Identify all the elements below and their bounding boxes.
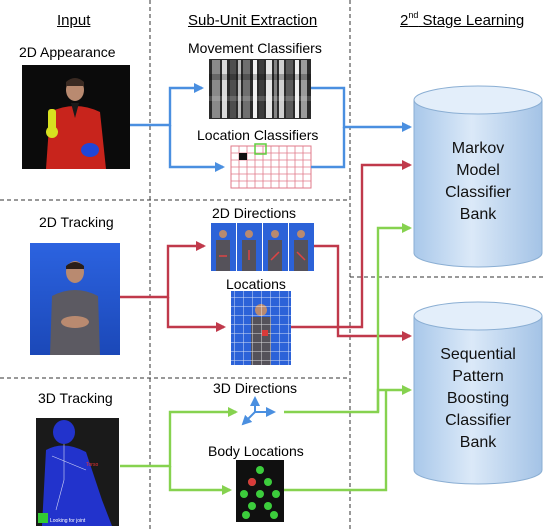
markov-line: Bank <box>459 206 497 223</box>
header-stage-sup: nd <box>408 10 419 20</box>
arrow-directions-to-spb <box>314 244 412 341</box>
arrow-to-body-locations <box>168 466 232 495</box>
spb-line: Classifier <box>445 412 511 429</box>
arrow-3d-to-markov <box>284 223 412 414</box>
depth-caption: Looking for joint <box>50 518 86 524</box>
label-3d-tracking: 3D Tracking <box>38 390 113 406</box>
label-location-classifiers: Location Classifiers <box>197 127 319 143</box>
spb-bank-cylinder <box>413 301 543 485</box>
spb-line: Pattern <box>452 368 504 385</box>
label-3d-directions: 3D Directions <box>213 380 298 396</box>
appearance-image <box>22 65 130 169</box>
arrow-location-join <box>311 127 346 169</box>
arrow-to-movement <box>130 83 204 127</box>
spb-line: Sequential <box>440 346 516 363</box>
header-stage-num: 2 <box>400 12 409 29</box>
depth-tag: Torso <box>86 462 98 468</box>
spb-line: Boosting <box>446 390 510 407</box>
markov-bank-cylinder <box>413 85 543 268</box>
label-body-locations: Body Locations <box>208 443 304 459</box>
label-locations: Locations <box>226 276 286 292</box>
markov-line: Model <box>456 162 500 179</box>
blue-arrows <box>130 83 412 172</box>
label-2d-appearance: 2D Appearance <box>19 44 116 60</box>
spb-line: Bank <box>459 434 497 451</box>
arrow-3d-to-spb <box>376 385 412 412</box>
tracking3d-image: Looking for joint Torso <box>36 418 119 526</box>
markov-line: Classifier <box>445 184 511 201</box>
arrow-to-directions3d <box>120 407 238 468</box>
header-stage: 2nd Stage Learning <box>400 10 525 29</box>
arrow-to-location <box>168 125 225 172</box>
arrow-to-locations <box>166 297 226 332</box>
movement-classifier-image <box>209 59 311 119</box>
label-movement-classifiers: Movement Classifiers <box>188 40 322 56</box>
red-arrows <box>120 160 412 341</box>
directions2d-strip <box>211 223 314 271</box>
locations-image <box>231 291 291 365</box>
arrow-movement-to-markov <box>311 86 412 132</box>
header-stage-rest: Stage Learning <box>418 12 525 29</box>
header-subunit: Sub-Unit Extraction <box>188 12 318 29</box>
markov-line: Markov <box>451 140 505 157</box>
axes-3d-icon <box>241 396 276 426</box>
markov-bank-label: Markov Model Classifier Bank <box>414 138 542 226</box>
body-locations-image <box>236 460 284 522</box>
location-classifier-grid <box>230 143 312 189</box>
arrow-body-join <box>284 390 388 492</box>
green-arrows <box>120 223 412 495</box>
arrow-locations-to-markov <box>291 160 412 329</box>
spb-bank-label: Sequential Pattern Boosting Classifier B… <box>414 344 542 454</box>
arrow-to-directions2d <box>120 241 206 299</box>
header-input: Input <box>57 12 91 29</box>
label-2d-directions: 2D Directions <box>212 205 297 221</box>
tracking2d-image <box>30 243 120 355</box>
label-2d-tracking: 2D Tracking <box>39 214 114 230</box>
